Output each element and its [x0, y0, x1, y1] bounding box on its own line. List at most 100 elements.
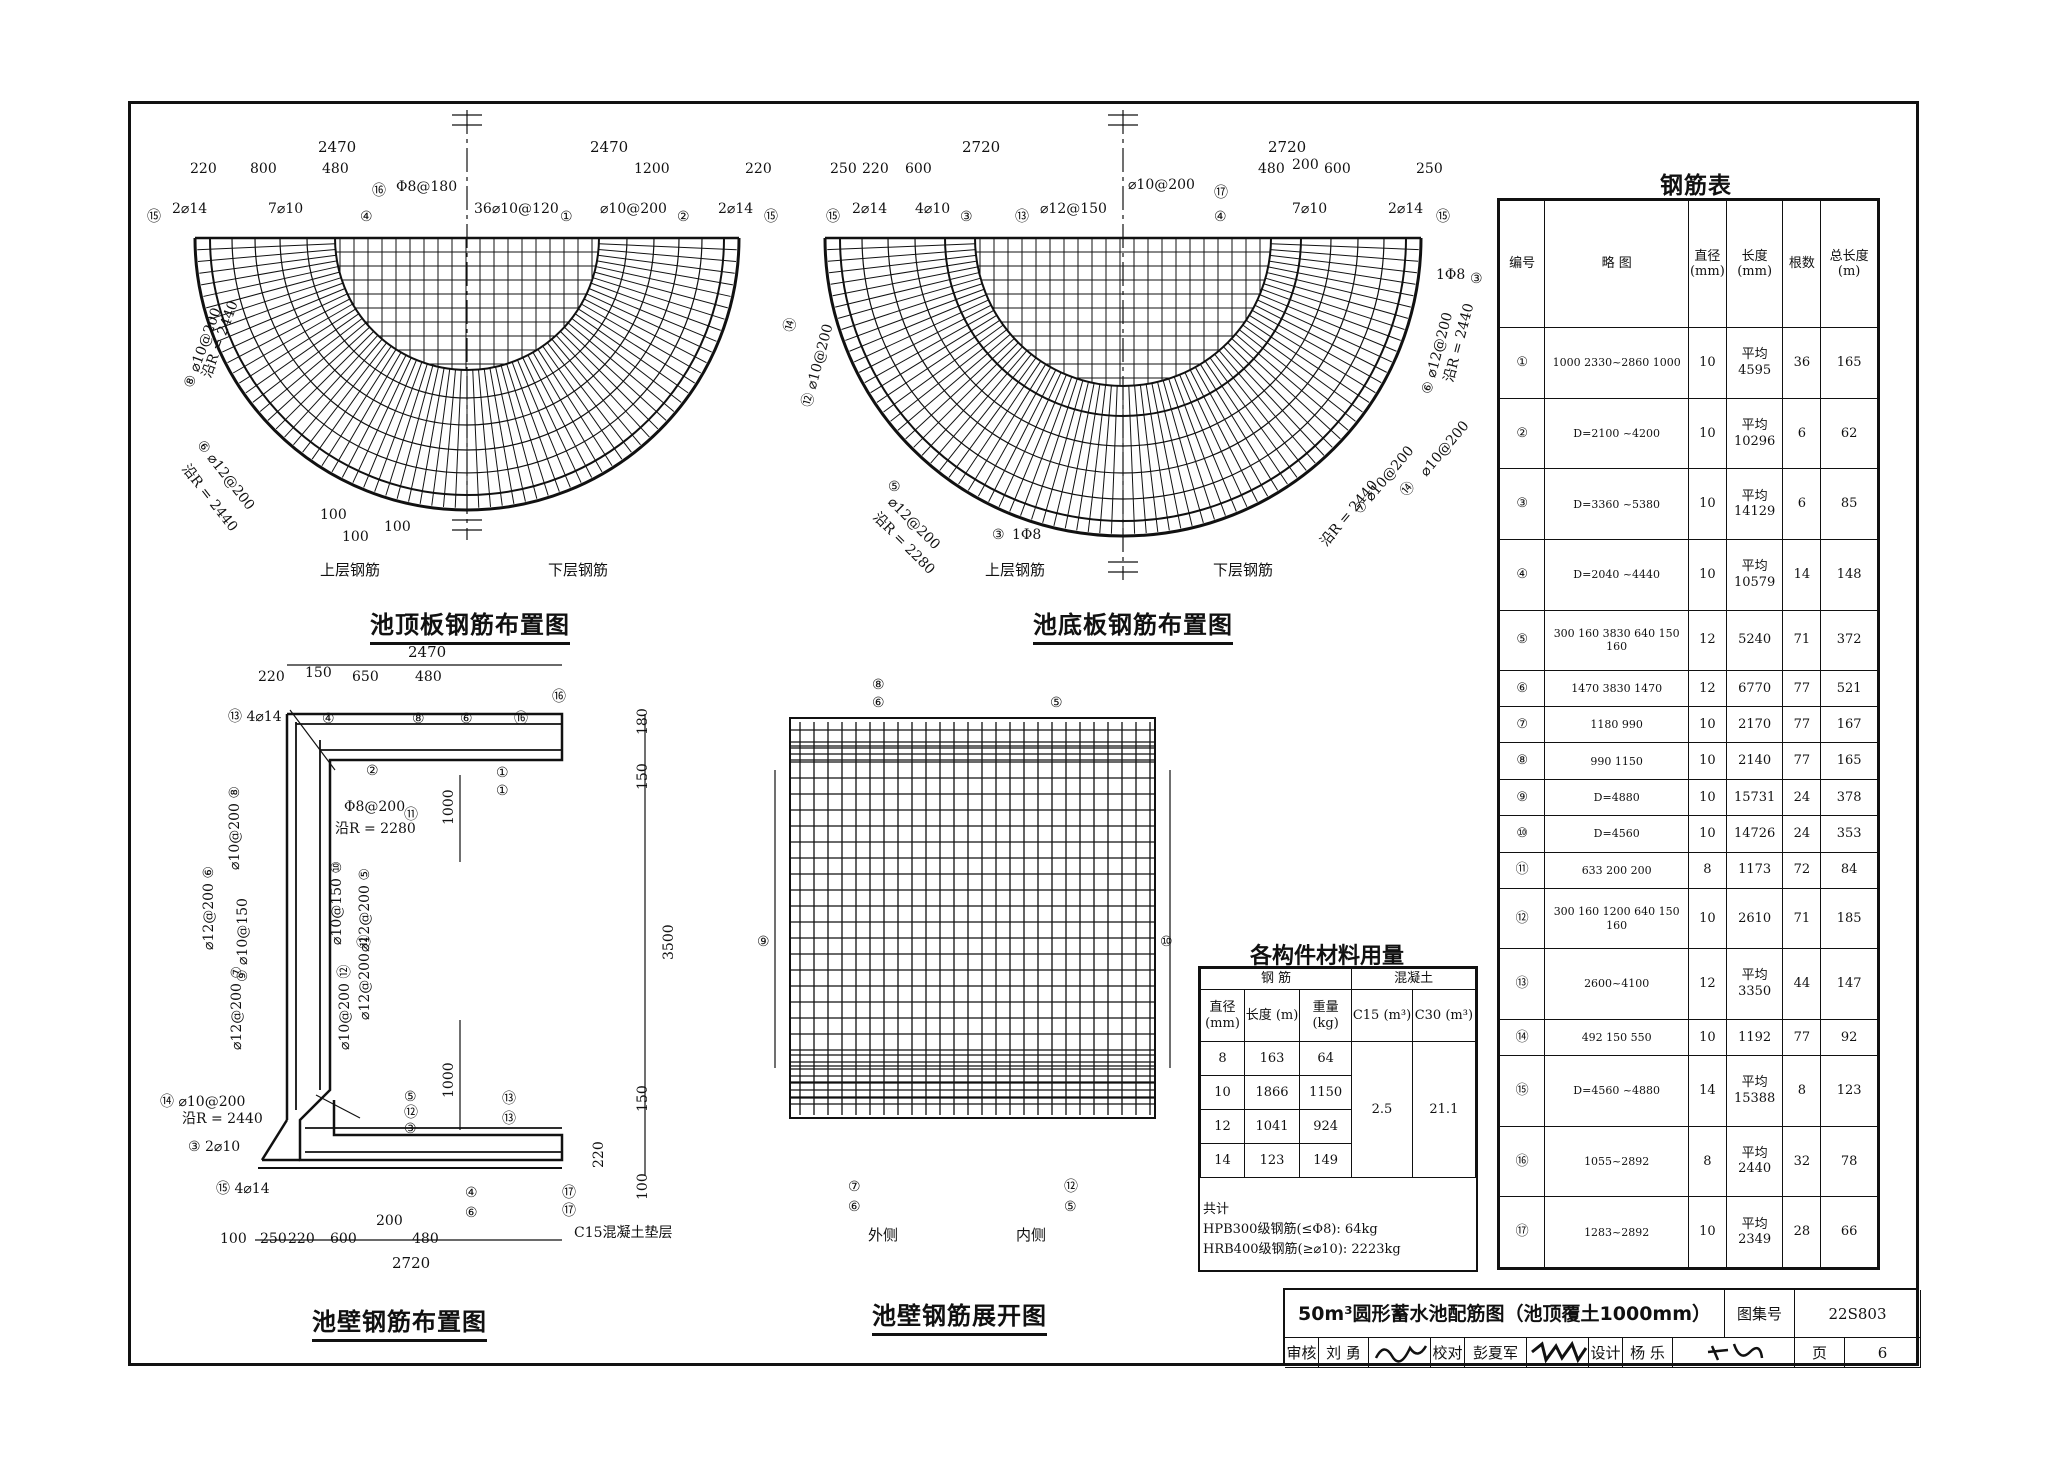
rebar-count: 14	[1782, 539, 1822, 611]
roof-callout: 7⌀10	[268, 201, 304, 217]
floor-radial-bar	[1261, 288, 1401, 341]
review-signature	[1369, 1338, 1431, 1368]
rebar-sketch: 492 150 550	[1544, 1018, 1689, 1057]
signature-mark	[1530, 1340, 1587, 1364]
roof-radial-bar	[522, 357, 582, 483]
floor-radial-bar	[958, 360, 1042, 485]
rebar-no: ⑦	[1498, 706, 1546, 744]
floor-callout: ⑰	[1214, 185, 1228, 201]
floor-radial-bar	[1157, 381, 1193, 526]
materials-cell: 924	[1298, 1109, 1353, 1145]
roof-radial-bar	[578, 308, 695, 384]
wall-dim-bottom: 2720	[392, 1254, 431, 1272]
check-name: 彭夏军	[1465, 1338, 1527, 1368]
wall-callout: 沿R = 2280	[335, 821, 416, 837]
rebar-length: 1192	[1725, 1018, 1784, 1057]
floor-callout: ⌀12@150	[1040, 201, 1107, 217]
materials-header: 长度 (m)	[1244, 989, 1300, 1043]
rebar-length: 平均 10579	[1725, 539, 1784, 611]
roof-radial-bar	[213, 282, 344, 331]
floor-upper-label: 上层钢筋	[985, 561, 1046, 579]
roof-radial-bar	[374, 361, 423, 492]
floor-radial-bar	[967, 363, 1047, 491]
rebar-count: 6	[1782, 397, 1822, 470]
rebar-no: ⑮	[1498, 1055, 1546, 1127]
rebar-no: ⑬	[1498, 948, 1546, 1020]
rebar-sketch: D=2040 ~4440	[1544, 539, 1689, 611]
wall-callout: ⑧	[412, 711, 425, 727]
materials-cell: 14	[1200, 1143, 1245, 1179]
floor-radial-bar	[1031, 378, 1078, 520]
wall-dim-bottom-sub: 100	[220, 1231, 247, 1247]
rebar-diameter: 10	[1688, 327, 1727, 399]
rebar-no: ③	[1498, 468, 1546, 540]
roof-radial-bar	[252, 317, 363, 403]
rebar-header: 略 图	[1544, 199, 1689, 329]
wall-callout: C15混凝土垫层	[574, 1225, 673, 1241]
rebar-no: ⑤	[1498, 609, 1546, 671]
wall-callout: ⑪	[404, 807, 418, 823]
unfold-callout: ⑨	[757, 934, 770, 950]
rebar-total: 62	[1820, 397, 1878, 470]
atlas-label: 图集号	[1725, 1290, 1795, 1338]
roof-radial-bar	[483, 368, 503, 506]
unfold-callout: ⑤	[1064, 1199, 1077, 1215]
rebar-count: 71	[1782, 887, 1822, 950]
roof-radial-bar	[203, 266, 339, 297]
roof-radial-bar	[199, 254, 337, 274]
rebar-sketch: D=4880	[1544, 778, 1689, 817]
wall-callout: ⑬	[502, 1091, 516, 1107]
rebar-diameter: 14	[1688, 1055, 1727, 1127]
roof-radial-bar	[588, 288, 717, 342]
rebar-length: 2140	[1725, 742, 1784, 780]
rebar-total: 92	[1820, 1018, 1878, 1057]
floor-radial-bar	[1009, 374, 1067, 512]
floor-radial-bar	[897, 333, 1011, 431]
materials-cell: 64	[1298, 1041, 1353, 1077]
roof-radial-bar	[555, 334, 650, 438]
wall-dim-bottom-sub: 250	[260, 1231, 287, 1247]
roof-radial-bar	[363, 359, 417, 488]
floor-radial-bar	[998, 372, 1062, 508]
rebar-length: 15731	[1725, 778, 1784, 817]
floor-dim-sub: 250	[1416, 161, 1443, 177]
roof-radial-bar	[517, 359, 571, 488]
unfold-callout: ⑩	[1160, 934, 1173, 950]
floor-radial-bar	[1269, 254, 1418, 274]
rebar-length: 平均 2349	[1725, 1196, 1784, 1268]
wall-callout: ⑤	[404, 1089, 417, 1105]
rebar-total: 84	[1820, 851, 1878, 889]
rebar-total: 521	[1820, 669, 1878, 708]
roof-radial-bar	[598, 249, 737, 263]
floor-radial-bar	[849, 294, 987, 352]
rebar-header: 长度 (mm)	[1725, 199, 1784, 329]
roof-radial-bar	[222, 293, 348, 353]
roof-radial-bar	[546, 342, 632, 453]
unfold-inner-label: 内侧	[1016, 1226, 1047, 1244]
rebar-diameter: 10	[1688, 887, 1727, 950]
wall-dim-inner: 1000	[441, 1062, 457, 1098]
rebar-count: 8	[1782, 1055, 1822, 1127]
rebar-sketch: D=2100 ~4200	[1544, 397, 1689, 470]
rebar-no: ⑥	[1498, 669, 1546, 708]
wall-callout: ①	[496, 765, 509, 781]
floor-radial-bar	[1204, 360, 1288, 485]
floor-radial-bar	[1053, 381, 1089, 526]
roof-side-note: 100	[320, 507, 347, 523]
rebar-sketch: 1000 2330~2860 1000	[1544, 327, 1689, 399]
signature-mark	[1374, 1345, 1427, 1363]
roof-callout: ⑮	[147, 209, 161, 225]
roof-radial-bar	[352, 357, 412, 483]
rebar-total: 167	[1820, 706, 1878, 744]
rebar-no: ②	[1498, 397, 1546, 470]
floor-dim-sub: 220	[862, 161, 889, 177]
floor-callout: ③	[960, 209, 973, 225]
floor-callout: ④	[1214, 209, 1227, 225]
rebar-diameter: 8	[1688, 851, 1727, 889]
floor-radial-bar	[1227, 342, 1333, 448]
rebar-total: 353	[1820, 815, 1878, 853]
floor-radial-bar	[939, 353, 1032, 471]
